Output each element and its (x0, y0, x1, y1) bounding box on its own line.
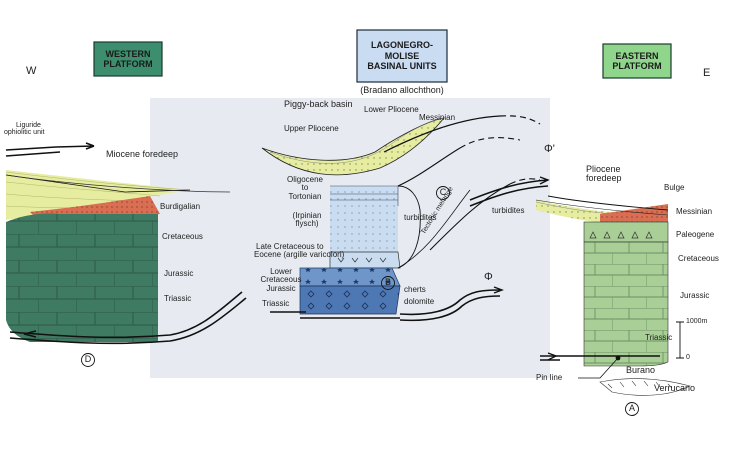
pliocene-foredeep-line1: Pliocene (586, 164, 621, 174)
late-cretaceous-line1: Late Cretaceous to (256, 242, 324, 251)
dolomite-label: dolomite (404, 297, 435, 306)
irpinian-line1: (Irpinian (292, 211, 322, 220)
west-cretaceous-label: Cretaceous (162, 232, 203, 241)
bradano-allochthon-label: (Bradano allochthon) (360, 85, 444, 95)
west-triassic-label: Triassic (164, 294, 192, 303)
pliocene-foredeep-label: Pliocene foredeep (586, 164, 622, 184)
east-jurassic-label: Jurassic (680, 291, 710, 300)
lagonegro-line2: MOLISE (384, 50, 420, 61)
marker-c: C (439, 187, 447, 197)
oligocene-tortonian-label: Oligocene to Tortonian (278, 175, 332, 201)
pin-line-label: Pin line (536, 373, 563, 382)
east-messinian-label: Messinian (676, 207, 713, 216)
western-platform-box: WESTERN PLATFORM (94, 42, 162, 76)
irpinian-flysch-label: (Irpinian flysch) (282, 211, 332, 229)
lagonegro-line1: LAGONEGRO- (371, 40, 433, 51)
oligocene-line2: to (301, 183, 309, 193)
liguride-line2: ophiolitic unit (4, 129, 45, 137)
eastern-platform-line1: EASTERN (615, 50, 659, 61)
east-triassic-label: Triassic (645, 333, 673, 342)
marker-a: A (628, 403, 635, 413)
irpinian-line2: flysch) (295, 219, 319, 229)
liguride-line1: Liguride (16, 122, 41, 129)
late-cretaceous-line2: Eocene (argille varicolori) (254, 250, 345, 260)
upper-pliocene-label: Upper Pliocene (284, 124, 339, 133)
lower-cretaceous-jurassic-label: Lower Cretaceous Jurassic (258, 267, 304, 293)
liguride-label: Liguride ophiolitic unit (4, 122, 44, 137)
west-direction-label: W (26, 65, 37, 77)
paleogene-label: Paleogene (676, 230, 715, 239)
oligocene-line1: Oligocene (286, 175, 324, 184)
pliocene-foredeep-line2: foredeep (586, 173, 622, 184)
lower-pliocene-label: Lower Pliocene (364, 105, 419, 114)
lagonegro-line3: BASINAL UNITS (367, 61, 437, 72)
lower-cretaceous-line1: Lower (270, 267, 292, 276)
piggyback-basin-label: Piggy-back basin (284, 99, 353, 109)
phi-prime-label: Φ' (544, 143, 555, 155)
scale-top-label: 1000m (686, 318, 708, 325)
phi-label: Φ (484, 271, 493, 283)
lower-cretaceous-line3: Jurassic (266, 283, 296, 293)
central-triassic-label: Triassic (262, 299, 290, 308)
scale-bottom-label: 0 (686, 354, 690, 361)
lower-cretaceous-line2: Cretaceous (260, 275, 302, 285)
western-platform-line1: WESTERN (105, 48, 151, 59)
cherts-label: cherts (404, 285, 426, 294)
burdigalian-label: Burdigalian (160, 202, 201, 211)
marker-b: B (384, 277, 391, 287)
west-jurassic-label: Jurassic (164, 269, 194, 278)
east-cretaceous-label: Cretaceous (678, 254, 719, 263)
lagonegro-molise-box: LAGONEGRO- MOLISE BASINAL UNITS (357, 30, 447, 82)
miocene-foredeep-label: Miocene foredeep (106, 149, 179, 159)
eastern-platform-box: EASTERN PLATFORM (603, 44, 671, 78)
oligocene-line3: Tortonian (288, 191, 322, 201)
eastern-platform-line2: PLATFORM (612, 61, 662, 71)
bulge-label: Bulge (664, 183, 685, 192)
burano-label: Burano (626, 365, 656, 375)
verrucano-label: Verrucano (654, 383, 696, 393)
turbidites-label-2: turbidites (492, 206, 525, 215)
turbidites-label-1: turbidites (404, 213, 437, 222)
late-cretaceous-label: Late Cretaceous to Eocene (argille varic… (254, 242, 345, 260)
marker-d: D (84, 354, 92, 364)
east-direction-label: E (703, 67, 711, 79)
western-platform-line2: PLATFORM (103, 59, 153, 69)
central-messinian-label: Messinian (419, 113, 456, 122)
